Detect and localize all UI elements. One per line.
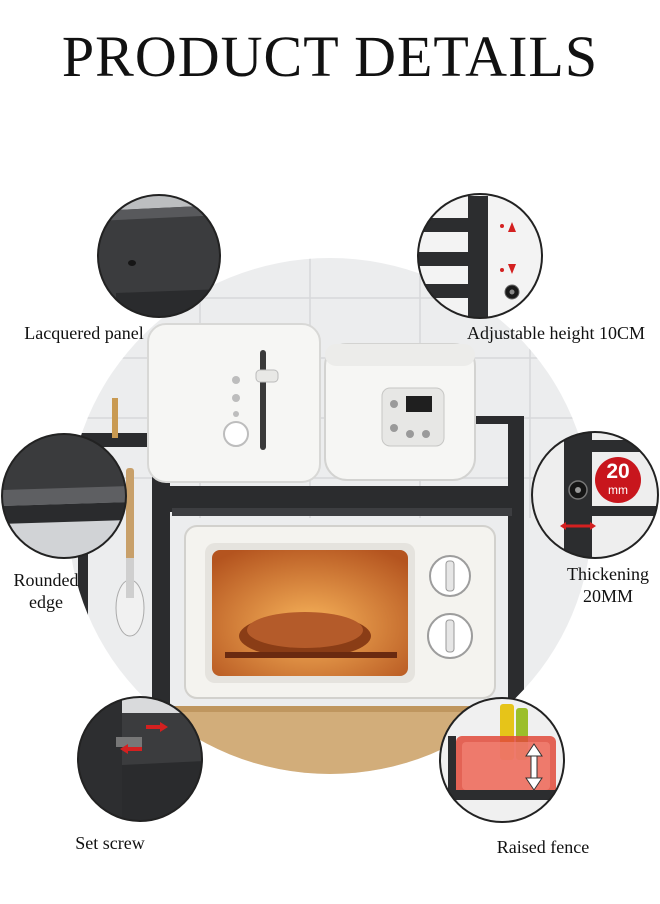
page-title: PRODUCT DETAILS [61, 24, 599, 89]
thickening-detail [531, 431, 659, 559]
set-screw-label: Set screw [75, 833, 145, 853]
lacquered-panel-detail [97, 194, 221, 318]
rounded-edge-detail [1, 433, 127, 559]
thickness-badge-unit: mm [608, 483, 628, 497]
adjustable-height-detail [417, 193, 543, 319]
raised-fence-label: Raised fence [496, 837, 590, 857]
adjustable-height-label: Adjustable height 10CM [467, 323, 645, 343]
thickness-badge-value: 20 [606, 460, 630, 483]
lacquered-panel-label: Lacquered panel [24, 323, 144, 343]
rounded-edge-label: Rounded edge [13, 570, 79, 612]
set-screw-detail [77, 696, 203, 822]
raised-fence-detail [439, 697, 565, 823]
thickening-label: Thickening 20MM [567, 564, 649, 606]
thickness-badge [595, 457, 641, 503]
